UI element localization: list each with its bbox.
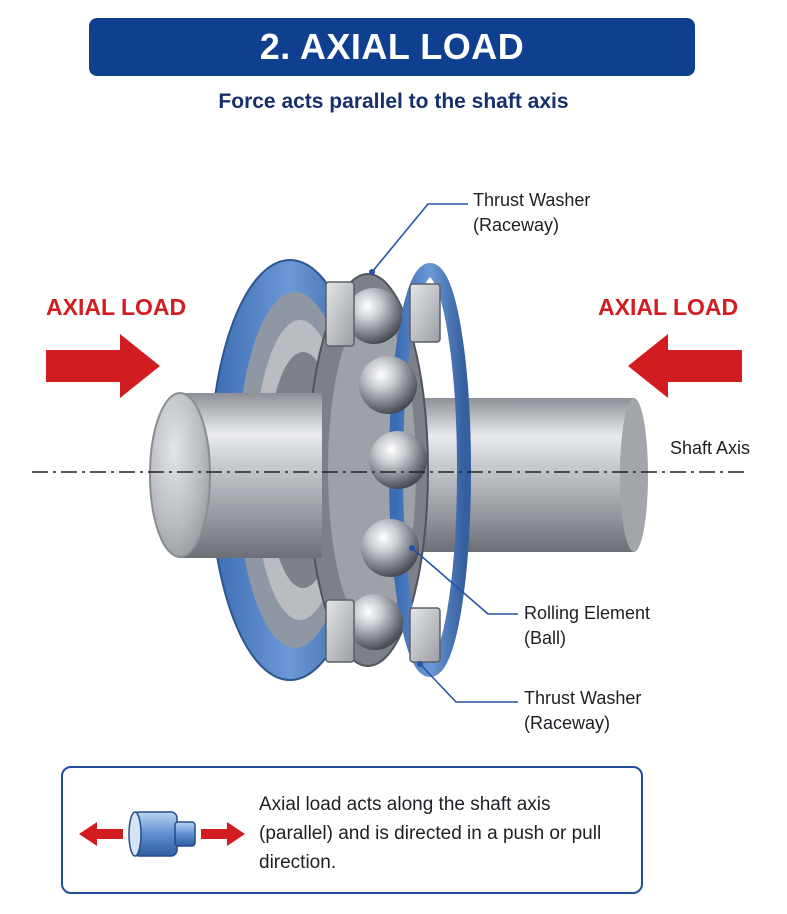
bearing-diagram [32, 203, 745, 703]
callout-top-washer: Thrust Washer (Raceway) [473, 188, 590, 238]
callout-rolling-element: Rolling Element (Ball) [524, 601, 650, 651]
title-banner: 2. AXIAL LOAD [89, 18, 695, 76]
raceway-blocks [325, 281, 441, 663]
shaft-left [149, 392, 322, 558]
page-title: 2. AXIAL LOAD [259, 26, 525, 67]
arrow-left-icon [79, 822, 123, 846]
shaft-axis-label: Shaft Axis [670, 438, 751, 458]
callout-bottom-washer-line1: Thrust Washer [524, 688, 642, 708]
callout-line-rolling-element [411, 547, 518, 615]
ball [347, 594, 403, 650]
callout-rolling-line2: (Ball) [524, 628, 567, 648]
callout-top-washer-line1: Thrust Washer [473, 190, 591, 210]
load-label-left: AXIAL LOAD [46, 294, 187, 320]
callout-line-bottom-washer [419, 663, 518, 703]
ball [361, 519, 419, 577]
info-text: Axial load acts along the shaft axis (pa… [259, 794, 602, 873]
callout-bottom-washer: Thrust Washer (Raceway) [524, 686, 641, 736]
info-box: Axial load acts along the shaft axis (pa… [61, 766, 643, 894]
callout-bottom-washer-line2: (Raceway) [524, 713, 611, 733]
shaft-right [420, 398, 648, 552]
load-arrow-left-pointing [628, 334, 742, 398]
arrow-right-icon [201, 822, 245, 846]
callout-top-washer-line2: (Raceway) [473, 215, 560, 235]
rolling-elements [346, 288, 427, 650]
callout-rolling-line1: Rolling Element [524, 603, 651, 623]
ball [359, 356, 417, 414]
axial-load-icon [79, 811, 245, 857]
page-subtitle: Force acts parallel to the shaft axis [218, 90, 569, 113]
ball [369, 431, 427, 489]
load-arrow-right-pointing [46, 334, 160, 398]
ball [346, 288, 402, 344]
load-label-right: AXIAL LOAD [598, 294, 739, 320]
callout-line-top-washer [371, 203, 468, 273]
